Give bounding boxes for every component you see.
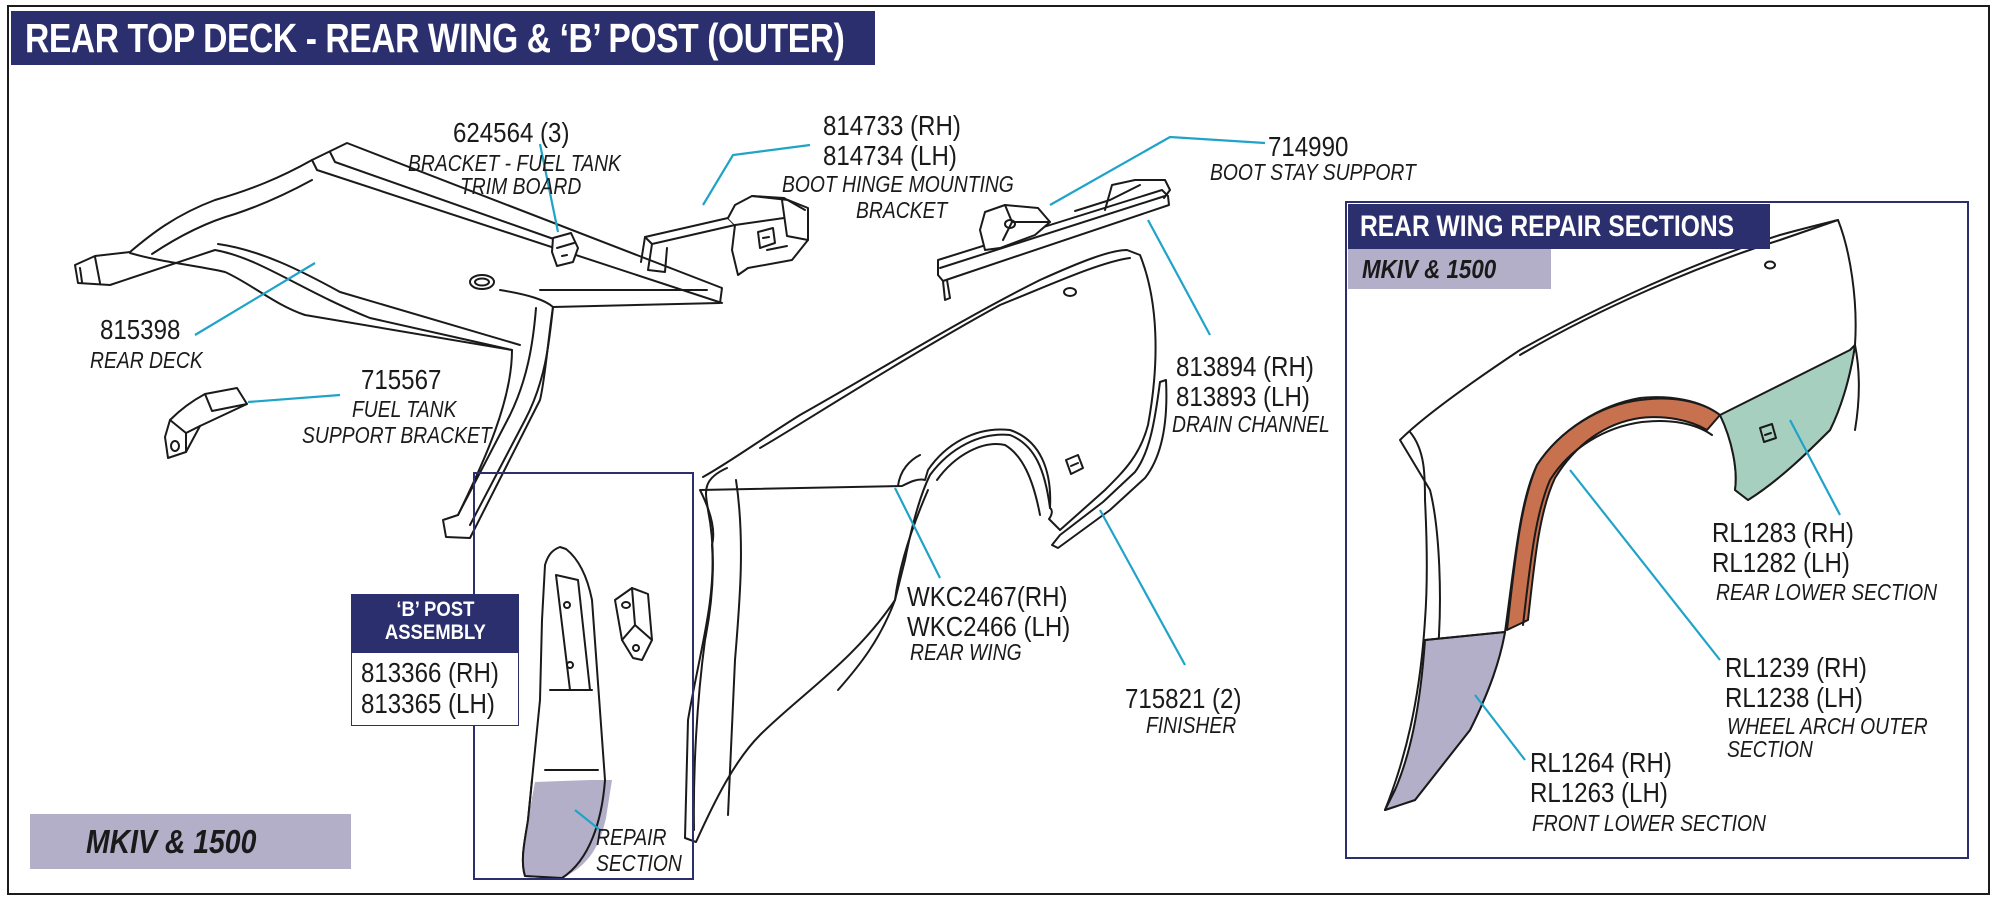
part-number-813366-rh: 813366 (RH) — [361, 657, 499, 688]
b-post-title-box: ‘B’ POST ASSEMBLY — [351, 594, 519, 652]
page-title-banner: REAR TOP DECK - REAR WING & ‘B’ POST (OU… — [9, 9, 877, 67]
part-desc-624564-line1: BRACKET - FUEL TANK — [408, 150, 621, 176]
leader-lines — [194, 135, 1841, 831]
fuel-tank-support-bracket-part — [164, 387, 248, 459]
part-desc-drain-channel: DRAIN CHANNEL — [1172, 411, 1330, 437]
b-post-repair-label-line2: SECTION — [596, 850, 682, 876]
repair-sections-subtitle: MKIV & 1500 — [1362, 254, 1497, 284]
b-post-title-line2: ASSEMBLY — [384, 621, 486, 644]
boot-hinge-mounting-bracket-part — [640, 195, 809, 276]
part-desc-wheel-arch-line1: WHEEL ARCH OUTER — [1727, 713, 1928, 739]
part-desc-wheel-arch-line2: SECTION — [1727, 736, 1813, 762]
b-post-number-box — [351, 652, 519, 726]
part-number-rl1282-lh: RL1282 (LH) — [1712, 547, 1850, 578]
part-number-715821: 715821 (2) — [1125, 683, 1242, 714]
part-number-715567: 715567 — [361, 364, 442, 395]
part-number-813365-lh: 813365 (LH) — [361, 688, 495, 719]
part-desc-815398: REAR DECK — [90, 347, 203, 373]
part-number-815398: 815398 — [100, 314, 181, 345]
page-title: REAR TOP DECK - REAR WING & ‘B’ POST (OU… — [25, 15, 845, 61]
mkiv-1500-badge: MKIV & 1500 — [30, 814, 351, 869]
repair-wing-illustration — [1384, 219, 1860, 811]
part-desc-714990: BOOT STAY SUPPORT — [1210, 159, 1416, 185]
part-desc-rear-wing: REAR WING — [910, 639, 1022, 665]
part-number-813893-lh: 813893 (LH) — [1176, 381, 1310, 412]
fuel-tank-trim-bracket-part — [551, 232, 579, 267]
part-number-624564: 624564 (3) — [453, 117, 570, 148]
repair-sections-title-box: REAR WING REPAIR SECTIONS — [1348, 204, 1770, 249]
part-number-rl1283-rh: RL1283 (RH) — [1712, 517, 1854, 548]
part-number-rl1239-rh: RL1239 (RH) — [1725, 652, 1867, 683]
b-post-title-line1: ‘B’ POST — [395, 598, 475, 621]
part-number-814734-lh: 814734 (LH) — [823, 140, 957, 171]
part-number-rl1238-lh: RL1238 (LH) — [1725, 682, 1863, 713]
repair-sections-frame — [1345, 201, 1969, 859]
part-number-rl1263-lh: RL1263 (LH) — [1530, 777, 1668, 808]
part-number-714990: 714990 — [1268, 131, 1349, 162]
part-desc-finisher: FINISHER — [1146, 712, 1237, 738]
part-desc-rear-lower-section: REAR LOWER SECTION — [1716, 579, 1938, 605]
part-number-rl1264-rh: RL1264 (RH) — [1530, 747, 1672, 778]
part-desc-front-lower-section: FRONT LOWER SECTION — [1532, 810, 1766, 836]
part-number-wkc2467-rh: WKC2467(RH) — [907, 581, 1068, 612]
part-number-813894-rh: 813894 (RH) — [1176, 351, 1314, 382]
part-desc-boot-hinge-line2: BRACKET — [856, 197, 948, 223]
b-post-assembly-part — [521, 546, 653, 879]
part-desc-boot-hinge-line1: BOOT HINGE MOUNTING — [782, 171, 1014, 197]
repair-sections-subtitle-box: MKIV & 1500 — [1348, 249, 1551, 289]
b-post-repair-label-line1: REPAIR — [596, 824, 667, 850]
mkiv-1500-badge-text: MKIV & 1500 — [86, 823, 257, 860]
part-number-814733-rh: 814733 (RH) — [823, 110, 961, 141]
part-desc-715567-line1: FUEL TANK — [352, 396, 457, 422]
part-desc-715567-line2: SUPPORT BRACKET — [302, 422, 492, 448]
part-desc-624564-line2: TRIM BOARD — [460, 173, 582, 199]
boot-stay-support-part — [937, 179, 1171, 301]
repair-sections-title: REAR WING REPAIR SECTIONS — [1360, 210, 1735, 243]
part-number-wkc2466-lh: WKC2466 (LH) — [907, 611, 1071, 642]
rear-wing-part — [684, 249, 1168, 843]
